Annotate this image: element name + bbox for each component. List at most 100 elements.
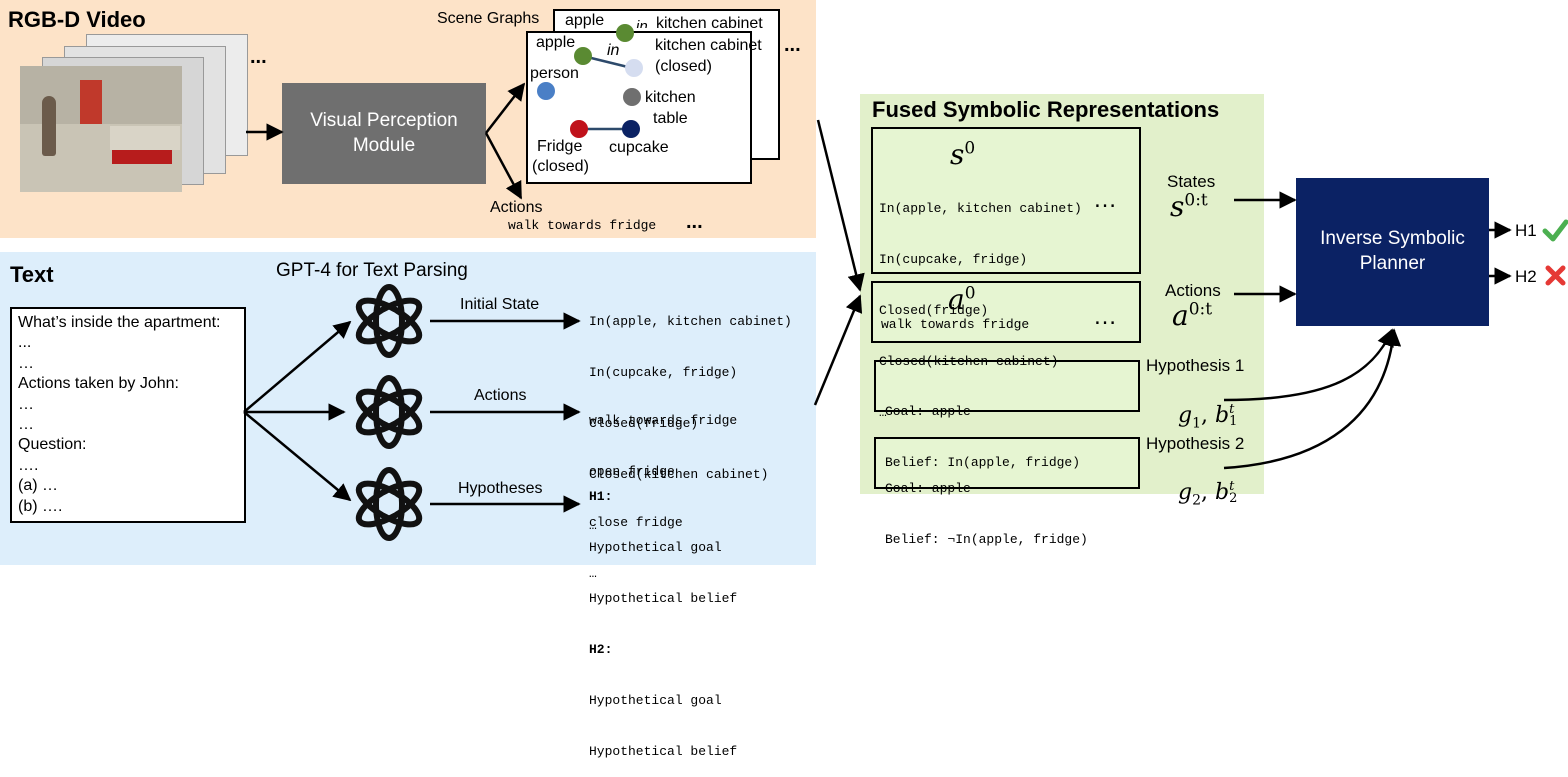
vpm-line-1: Visual Perception xyxy=(310,109,458,131)
video-frame-front xyxy=(20,66,182,192)
hyp2-goal: Goal: apple xyxy=(885,481,971,496)
openai-logo-icon xyxy=(355,284,423,358)
question-line: (a) … xyxy=(18,477,58,495)
arrow-hyp2-to-planner xyxy=(1223,328,1402,470)
hyp1-g: g xyxy=(1178,403,1193,428)
graph-label-cabinet-1: kitchen cabinet xyxy=(655,37,762,54)
hypotheses-output: H1: Hypothetical goal Hypothetical belie… xyxy=(589,454,737,777)
graph-label-table-1: kitchen xyxy=(645,89,696,106)
planner-line-2: Planner xyxy=(1359,253,1426,274)
back-graph-cabinet: kitchen cabinet xyxy=(656,15,763,32)
openai-logo-icon xyxy=(355,467,423,541)
branch-label-initial-state: Initial State xyxy=(460,296,540,313)
room-red-fridge xyxy=(80,80,102,124)
action-symbol: a0 xyxy=(948,283,976,316)
node-table xyxy=(623,88,641,106)
video-actions-ellipsis: ... xyxy=(686,211,703,233)
output-line: In(cupcake, fridge) xyxy=(589,365,738,380)
output-line: H2: xyxy=(589,642,613,657)
hyp2-b-sub: 2 xyxy=(1229,491,1238,506)
video-title: RGB-D Video xyxy=(8,7,146,32)
hyp1-g-sub: 1 xyxy=(1192,415,1202,432)
question-line: … xyxy=(18,416,34,434)
output-line: Hypothetical goal xyxy=(589,693,722,708)
arrow-hyp1-to-planner xyxy=(1223,328,1394,402)
hyp2-b-sup: t xyxy=(1229,479,1235,494)
actions-symbol-sup: 0:t xyxy=(1188,299,1213,320)
question-line: … xyxy=(18,395,34,413)
graph-label-fridge-2: (closed) xyxy=(532,158,589,175)
graph-label-cupcake: cupcake xyxy=(609,139,669,156)
output-line: Hypothetical belief xyxy=(589,591,738,606)
question-line: Question: xyxy=(18,436,87,454)
hyp2-box xyxy=(874,437,1140,489)
video-frames-ellipsis: ... xyxy=(250,46,267,68)
hyp2-g-sub: 2 xyxy=(1192,492,1202,509)
hyp2-b: b xyxy=(1215,480,1230,505)
actions-symbol: a0:t xyxy=(1172,299,1212,332)
person-figure xyxy=(42,96,56,156)
actions-output: walk towards fridge open fridge close fr… xyxy=(589,378,737,599)
states-label: States xyxy=(1167,172,1216,191)
hyp1-b-sub: 1 xyxy=(1229,414,1238,429)
arrow-q-to-gpt1 xyxy=(243,320,352,413)
states-symbol-sup: 0:t xyxy=(1184,190,1208,211)
hyp1-b: b xyxy=(1215,403,1230,428)
output-line: Hypothetical belief xyxy=(589,744,738,759)
output-line: close fridge xyxy=(589,515,683,530)
action-line: walk towards fridge xyxy=(881,317,1030,332)
question-line: ... xyxy=(18,334,32,352)
hyp2-comma: , xyxy=(1201,480,1216,505)
state-line: … xyxy=(879,405,887,420)
output-line: … xyxy=(589,518,597,533)
question-text: What’s inside the apartment: ... … Actio… xyxy=(18,313,220,517)
hyp1-belief: Belief: In(apple, fridge) xyxy=(885,455,1081,470)
hyp1-b-sup: t xyxy=(1229,402,1235,417)
question-line: Actions taken by John: xyxy=(18,375,179,393)
back-graph-in: in xyxy=(636,18,648,28)
cross-icon xyxy=(1545,265,1566,286)
node-fridge xyxy=(570,120,588,138)
video-actions-label: Actions xyxy=(490,199,543,216)
state-line: Closed(fridge) xyxy=(879,303,989,318)
output-h1: H1 xyxy=(1515,221,1537,240)
state-box xyxy=(871,127,1141,274)
branch-label-actions: Actions xyxy=(474,387,527,404)
openai-logo-icon xyxy=(355,375,423,449)
room-counter xyxy=(110,126,180,150)
back-graph-node-apple xyxy=(616,24,634,42)
output-line: Closed(kitchen cabinet) xyxy=(589,467,769,482)
initial-state-output: In(apple, kitchen cabinet) In(cupcake, f… xyxy=(589,279,792,551)
output-line: walk towards fridge xyxy=(589,413,738,428)
states-symbol: s0:t xyxy=(1170,190,1208,223)
diagram-lines xyxy=(243,24,1568,541)
action-box xyxy=(871,281,1141,343)
node-cabinet xyxy=(625,59,643,77)
node-apple xyxy=(574,47,592,65)
action-symbol-base: a xyxy=(948,283,965,316)
state-ellipsis: … xyxy=(1093,186,1117,213)
text-title: Text xyxy=(10,262,54,287)
planner-line-1: Inverse Symbolic xyxy=(1320,228,1465,250)
state-line: Closed(kitchen cabinet) xyxy=(879,354,1059,369)
actions-symbol-base: a xyxy=(1172,299,1189,332)
node-cupcake xyxy=(622,120,640,138)
fused-title: Fused Symbolic Representations xyxy=(872,97,1220,122)
output-h2: H2 xyxy=(1515,267,1537,286)
graph-label-cabinet-2: (closed) xyxy=(655,58,712,75)
check-icon xyxy=(1542,219,1568,242)
action-ellipsis: … xyxy=(1093,303,1117,330)
action-symbol-sup: 0 xyxy=(964,283,976,304)
back-graph-apple: apple xyxy=(565,12,605,29)
graph-label-person: person xyxy=(530,65,579,82)
state-line: In(apple, kitchen cabinet) xyxy=(879,201,1082,216)
states-symbol-base: s xyxy=(1170,190,1185,223)
branch-label-hypotheses: Hypotheses xyxy=(458,480,543,497)
state-symbol-sup: 0 xyxy=(964,138,976,159)
scene-graph-front-card xyxy=(526,31,752,184)
state-line: In(cupcake, fridge) xyxy=(879,252,1028,267)
question-line: …. xyxy=(18,456,39,474)
